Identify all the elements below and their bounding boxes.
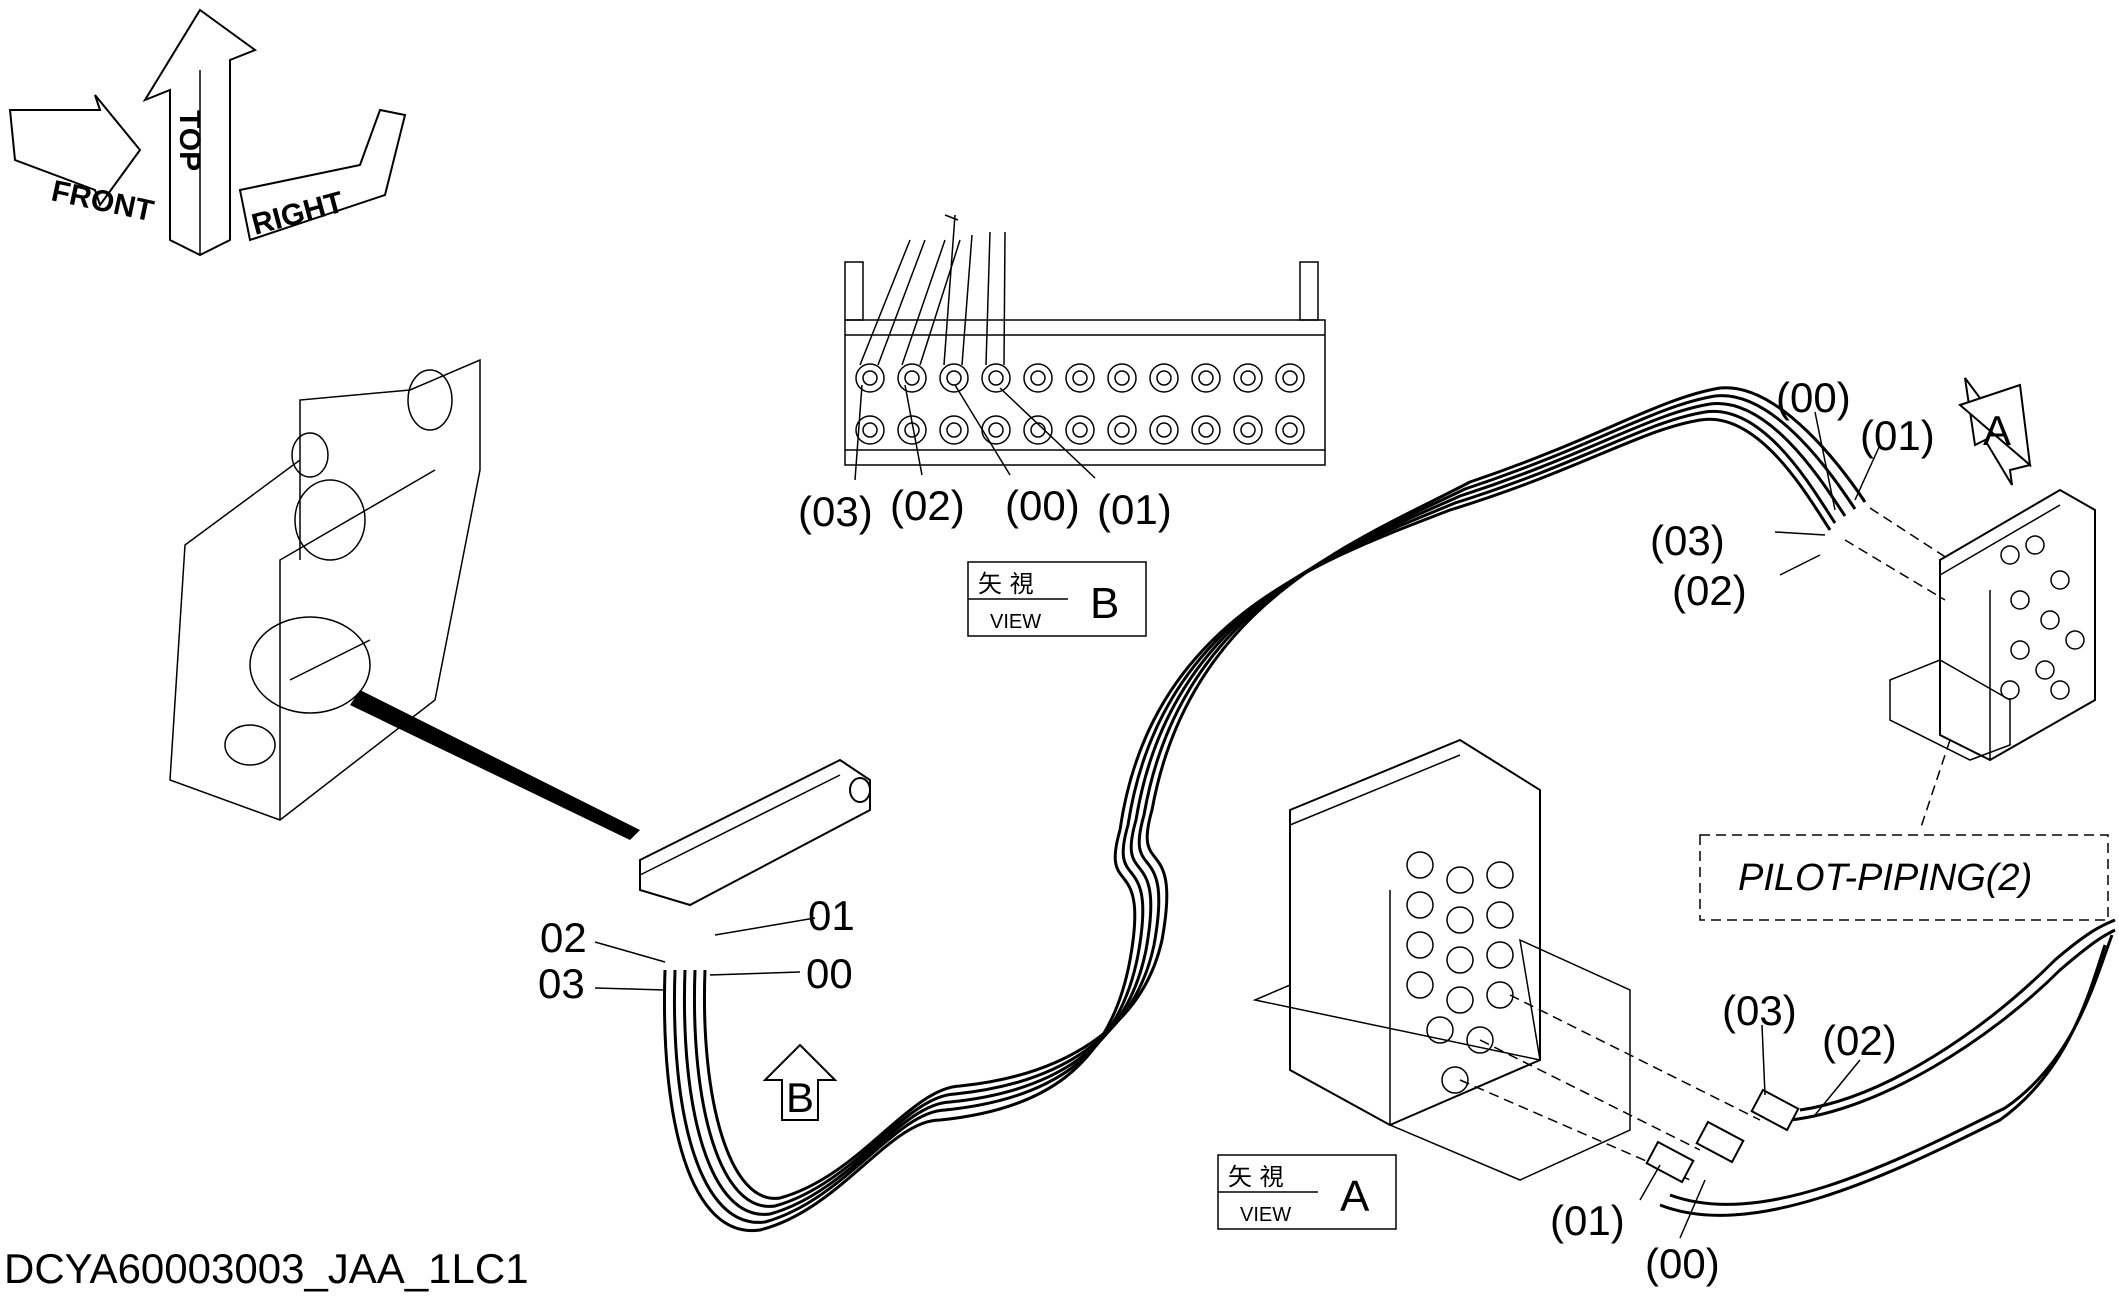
view-b-label-02: (02) — [890, 482, 965, 529]
hose-bundle — [663, 386, 1867, 1233]
view-b-arrow: B — [762, 1043, 838, 1121]
fitting-label-00: 00 — [806, 950, 853, 997]
view-a-view-text: VIEW — [1240, 1204, 1291, 1226]
view-a-lower-hoses — [1645, 918, 2116, 1217]
view-a-upper-labels: (00) (01) (03) (02) — [1650, 374, 1935, 614]
view-a-upper-label-02: (02) — [1672, 567, 1747, 614]
fitting-label-01: 01 — [808, 892, 855, 939]
view-b-label-01: (01) — [1097, 486, 1172, 533]
port-row-lower — [855, 415, 1305, 445]
view-a-lower-label-03: (03) — [1722, 987, 1797, 1034]
view-a-lower-label-00: (00) — [1645, 1240, 1720, 1287]
view-a-upper-label-03: (03) — [1650, 517, 1725, 564]
view-b-letter: B — [1090, 579, 1119, 628]
view-b-hoses — [859, 214, 1006, 366]
view-b-view-text: VIEW — [990, 611, 1041, 633]
view-a-lower-label-01: (01) — [1550, 1197, 1625, 1244]
valve-fittings — [1406, 851, 1514, 1094]
view-b-kanji: 矢 視 — [978, 570, 1034, 598]
view-a-letter: A — [1340, 1172, 1370, 1221]
port-row-upper — [855, 363, 1305, 393]
view-a-kanji: 矢 視 — [1228, 1163, 1284, 1191]
fitting-label-03: 03 — [538, 960, 585, 1007]
pilot-manifold-small — [639, 758, 871, 907]
view-b-label-03: (03) — [798, 488, 873, 535]
view-b-arrow-letter: B — [786, 1074, 814, 1121]
orientation-indicator: FRONT TOP RIGHT — [8, 8, 407, 257]
view-a-arrow-letter: A — [1983, 407, 2011, 454]
view-b-label-00: (00) — [1005, 482, 1080, 529]
fitting-label-02: 02 — [540, 914, 587, 961]
view-a-lower-label-02: (02) — [1822, 1017, 1897, 1064]
drawing-id: DCYA60003003_JAA_1LC1 — [4, 1245, 529, 1292]
pilot-piping-label: PILOT-PIPING(2) — [1738, 857, 2032, 899]
view-a-arrow: A — [1958, 377, 2032, 486]
hose-bundle-labels: 02 01 03 00 — [538, 892, 855, 1007]
control-valve-upper — [1844, 488, 2096, 831]
control-valve-lower — [1252, 738, 1761, 1181]
view-a-upper-label-00: (00) — [1776, 374, 1851, 421]
view-a-caption: 矢 視 VIEW A — [1217, 1154, 1397, 1230]
pilot-piping-reference: PILOT-PIPING(2) — [1699, 834, 2109, 921]
view-b-detail: (03) (02) (00) (01) — [798, 214, 1326, 535]
view-b-caption: 矢 視 VIEW B — [967, 561, 1147, 637]
machine-frame — [169, 358, 640, 840]
view-b-leaders — [854, 384, 1096, 481]
view-a-lower-labels: (03) (02) (01) (00) — [1550, 987, 1897, 1287]
view-a-upper-label-01: (01) — [1860, 412, 1935, 459]
top-label: TOP — [173, 110, 206, 171]
